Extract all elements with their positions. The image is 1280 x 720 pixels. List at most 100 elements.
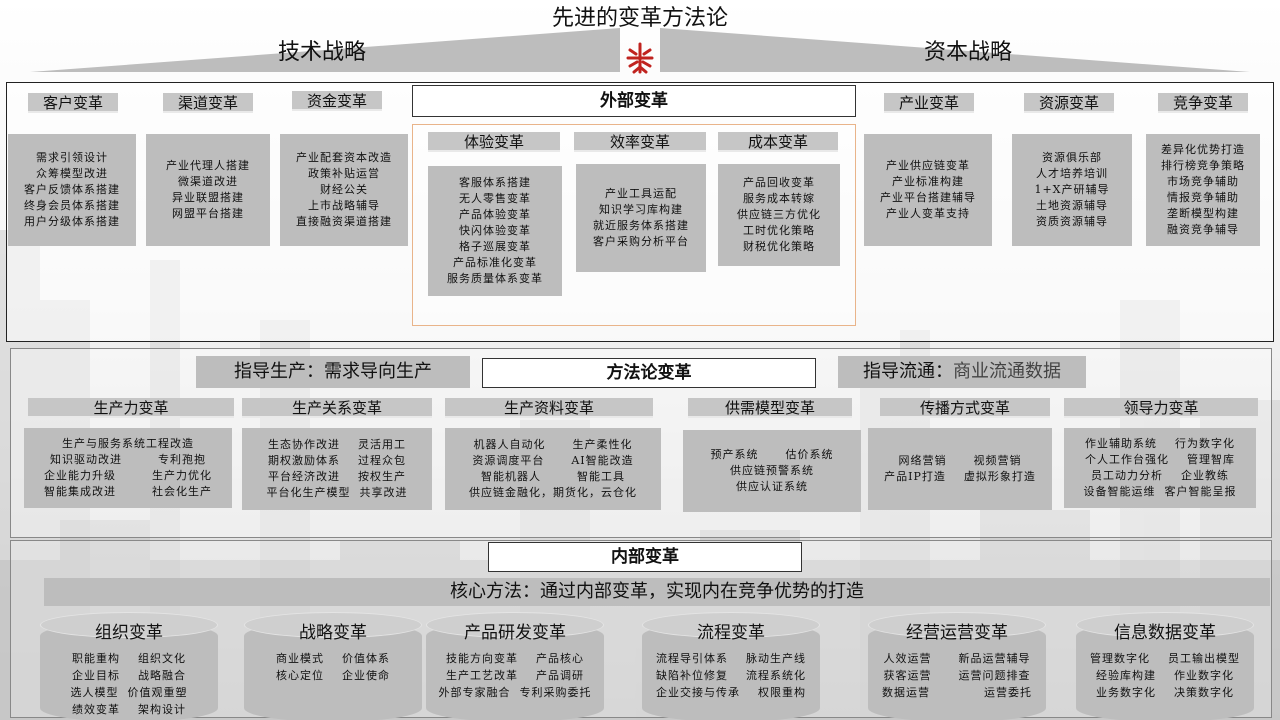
roof-label-tech: 技术战略 (277, 40, 366, 65)
group-item: 格子巡展变革 (459, 240, 531, 253)
group-item: 众筹模型改进 (36, 167, 108, 180)
cylinder-body (642, 622, 820, 720)
group-item: 情报竞争辅助 (1167, 191, 1239, 204)
internal-cylinder: 组织变革职能重构 组织文化企业目标 战略融合选人模型 价值观重塑绩效变革 架构设… (40, 612, 218, 720)
group-tab: 资金变革 (292, 91, 382, 111)
internal-cylinder: 战略变革商业模式 价值体系核心定位 企业使命 (244, 612, 422, 720)
roof-label-capital: 资本战略 (923, 40, 1012, 65)
group-card: 产业配套资本改造政策补贴运営财经公关上市战略辅导直接融资渠道搭建 (280, 134, 408, 246)
cylinder-item: 获客运营 运营问题排查 (883, 669, 1031, 682)
group-tab: 客户变革 (28, 93, 118, 113)
group-item: 异业联盟搭建 (172, 191, 244, 204)
cylinder-top (868, 612, 1046, 638)
group-item: 工时优化策略 (743, 224, 815, 237)
group-item: 产业供应链变革 (886, 159, 970, 172)
group-item: 资源调度平台 AI智能改造 (472, 454, 634, 467)
group-item: 设备智能运维 客户智能呈报 (1083, 485, 1237, 498)
group-tab: 产业变革 (884, 93, 974, 113)
group-item: 期权激励体系 过程众包 (268, 454, 406, 467)
cylinder-item: 生产工艺改革 产品调研 (446, 669, 584, 682)
cylinder-top (1076, 612, 1254, 638)
group-item: 产业工具运配 (605, 187, 677, 200)
group-tab: 领导力变革 (1064, 398, 1258, 418)
internal-cylinder: 流程变革流程导引体系 脉动生产线缺陷补位修复 流程系统化企业交接与传承 权限重构 (642, 612, 820, 720)
group-item: 垄断模型构建 (1167, 207, 1239, 220)
cylinder-top (244, 612, 422, 638)
cylinder-item: 外部专家融合 专利采购委托 (438, 686, 592, 699)
group-tab: 生产力变革 (28, 398, 234, 418)
group-item: 平台经济改进 按权生产 (268, 470, 406, 483)
cylinder-item: 商业模式 价值体系 (276, 652, 390, 665)
cylinder-item: 企业交接与传承 权限重构 (656, 686, 806, 699)
group-item: 供应链三方优化 (737, 208, 821, 221)
internal-cylinder: 产品研发变革技能方向变革 产品核心生产工艺改革 产品调研外部专家融合 专利采购委… (426, 612, 604, 720)
group-item: 产品IP打造 虚拟形象打造 (884, 470, 1036, 483)
group-tab: 生产关系变革 (242, 398, 432, 418)
group-tab: 供需模型变革 (688, 398, 852, 418)
cylinder-top (642, 612, 820, 638)
cylinder-item: 经验库构建 作业数字化 (1096, 669, 1234, 682)
group-tab: 竞争变革 (1158, 93, 1248, 113)
group-item: 用户分级体系搭建 (24, 215, 120, 228)
cylinder-title: 信息数据变革 (1114, 623, 1216, 643)
internal-cylinder: 信息数据变革管理数字化 员工输出模型经验库构建 作业数字化业务数字化 决策数字化 (1076, 612, 1254, 720)
cylinder-items: 技能方向变革 产品核心生产工艺改革 产品调研外部专家融合 专利采购委托 (426, 650, 604, 701)
group-tab: 效率变革 (574, 132, 706, 152)
group-card: 产业工具运配知识学习库构建就近服务体系搭建客户采购分析平台 (576, 164, 706, 272)
cylinder-title: 组织变革 (95, 623, 163, 643)
cylinder-title: 产品研发变革 (464, 623, 566, 643)
guide-circulation-rest: 商业流通数据 (953, 361, 1061, 382)
cylinder-items: 流程导引体系 脉动生产线缺陷补位修复 流程系统化企业交接与传承 权限重构 (642, 650, 820, 701)
group-item: 供应认证系统 (736, 480, 808, 493)
cylinder-top (426, 612, 604, 638)
group-item: 产品体验变革 (459, 208, 531, 221)
group-item: 资源俱乐部 (1042, 151, 1102, 164)
group-item: 生产与服务系统工程改造 (62, 437, 194, 450)
seal-logo-icon (626, 42, 654, 74)
group-item: 智能集成改进 社会化生产 (44, 485, 212, 498)
cylinder-top (40, 612, 218, 638)
cylinder-item: 人效运营 新品运营辅导 (883, 652, 1031, 665)
group-item: 产业平台搭建辅导 (880, 191, 976, 204)
group-item: 政策补贴运営 (308, 167, 380, 180)
group-card: 机器人自动化 生产柔性化资源调度平台 AI智能改造智能机器人 智能工具供应链金融… (445, 428, 661, 510)
group-item: 快闪体验变革 (459, 224, 531, 237)
group-item: 产业代理人搭建 (166, 159, 250, 172)
core-method-bar: 核心方法：通过内部变革，实现内在竞争优势的打造 (44, 578, 1270, 606)
group-item: 网盟平台搭建 (172, 207, 244, 220)
group-item: 作业辅助系统 行为数字化 (1085, 437, 1235, 450)
group-item: 直接融资渠道搭建 (296, 215, 392, 228)
cylinder-items: 人效运营 新品运营辅导获客运营 运营问题排查数据运营 运营委托 (868, 650, 1046, 701)
group-item: 客户采购分析平台 (593, 235, 689, 248)
group-item: 市场竞争辅助 (1167, 175, 1239, 188)
group-item: 预产系统 估价系统 (710, 448, 834, 461)
internal-cylinder: 经营运营变革人效运营 新品运营辅导获客运营 运营问题排查数据运营 运营委托 (868, 612, 1046, 720)
group-tab: 生产资料变革 (445, 398, 653, 418)
roof-triangles (30, 28, 1250, 72)
group-item: 产业配套资本改造 (296, 151, 392, 164)
group-item: 个人工作台强化 管理智库 (1085, 453, 1235, 466)
group-item: 土地资源辅导 (1036, 199, 1108, 212)
cylinder-item: 管理数字化 员工输出模型 (1090, 652, 1240, 665)
group-item: 1+X产研辅导 (1034, 183, 1110, 196)
group-item: 终身会员体系搭建 (24, 199, 120, 212)
cylinder-item: 企业目标 战略融合 (72, 669, 186, 682)
group-tab: 体验变革 (428, 132, 560, 152)
group-item: 就近服务体系搭建 (593, 219, 689, 232)
group-item: 人才培养培训 (1036, 167, 1108, 180)
group-item: 生态协作改进 灵活用工 (268, 438, 406, 451)
group-item: 平台化生产模型 共享改进 (266, 486, 408, 499)
guide-production-label: 指导生产：需求导向生产 (196, 356, 470, 388)
group-item: 需求引领设计 (36, 151, 108, 164)
group-item: 排行榜竞争策略 (1161, 159, 1245, 172)
group-card: 生产与服务系统工程改造知识驱动改进 专利孢抱企业能力升级 生产力优化智能集成改进… (24, 428, 232, 508)
group-item: 上市战略辅导 (308, 199, 380, 212)
cylinder-item: 职能重构 组织文化 (72, 652, 186, 665)
method-change-heading: 方法论变革 (482, 358, 816, 388)
group-item: 差异化优势打造 (1161, 143, 1245, 156)
group-item: 供应链金融化，期货化，云仓化 (469, 486, 637, 499)
group-card: 差异化优势打造排行榜竞争策略市场竞争辅助情报竞争辅助垄断模型构建融资竞争辅导 (1146, 134, 1260, 246)
guide-circulation-label: 指导流通：商业流通数据 (838, 356, 1086, 388)
cylinder-body (1076, 622, 1254, 720)
